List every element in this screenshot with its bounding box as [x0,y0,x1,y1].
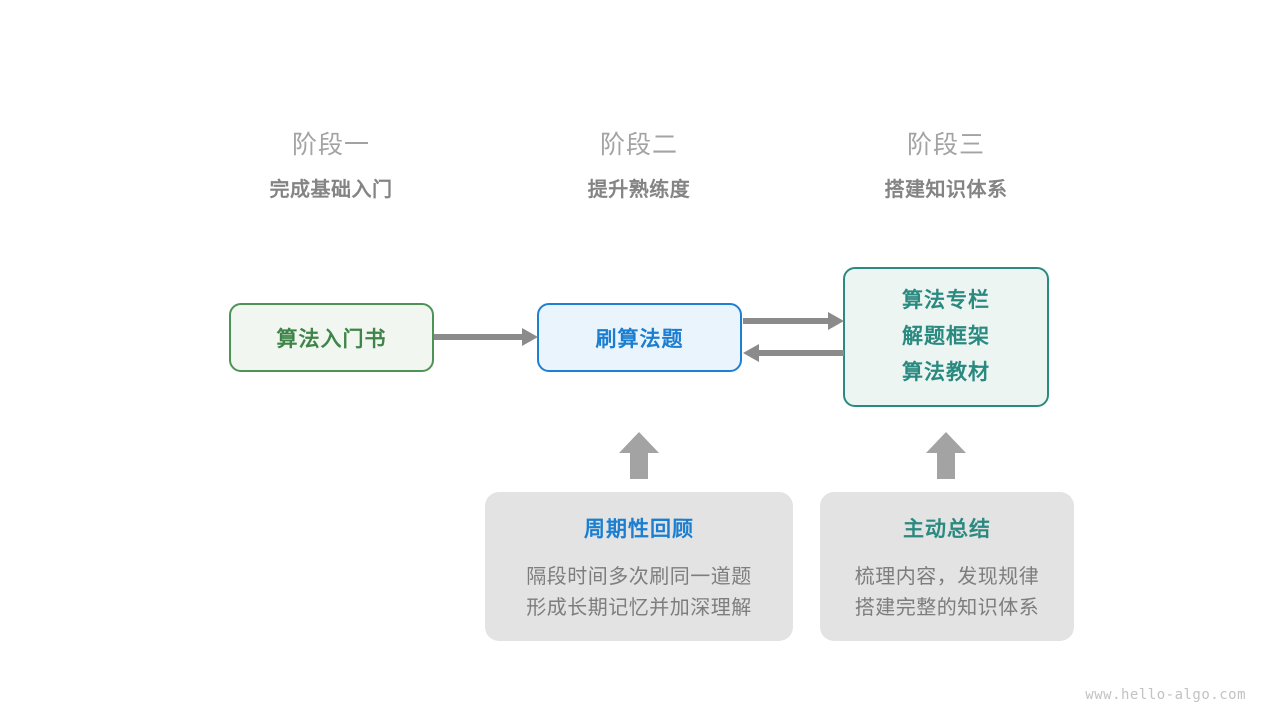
stage-3-subtitle: 搭建知识体系 [884,179,1008,201]
stage-1-subtitle: 完成基础入门 [269,179,393,201]
arrow-up-stem [630,452,648,479]
method-card-body-line-2: 搭建完整的知识体系 [854,597,1040,619]
arrow-shaft [434,334,526,340]
arrow-book-to-practice [434,328,538,346]
method-card-title: 主动总结 [903,518,991,541]
arrow-head-left-icon [743,344,759,362]
method-card-periodic-review[interactable]: 周期性回顾 隔段时间多次刷同一道题 形成长期记忆并加深理解 [485,492,793,641]
arrow-shaft [743,318,832,324]
arrow-shaft [755,350,844,356]
method-card-body: 隔段时间多次刷同一道题 形成长期记忆并加深理解 [526,562,752,624]
node-resources-line-2: 解题框架 [902,325,990,348]
arrow-up-tip [619,432,659,453]
node-practice-problems[interactable]: 刷算法题 [537,303,742,372]
method-card-title: 周期性回顾 [584,518,694,541]
method-card-active-summary[interactable]: 主动总结 梳理内容，发现规律 搭建完整的知识体系 [820,492,1074,641]
node-practice-label: 刷算法题 [595,327,684,351]
arrow-up-stem [937,452,955,479]
method-card-body-line-1: 梳理内容，发现规律 [854,566,1040,588]
arrow-up-tip [926,432,966,453]
arrow-head-right-icon [522,328,538,346]
stage-header-2: 阶段二 提升熟练度 [519,128,759,206]
arrow-head-right-icon [828,312,844,330]
stage-3-title: 阶段三 [906,131,985,159]
node-resources-line-1: 算法专栏 [902,289,990,312]
node-learning-resources[interactable]: 算法专栏 解题框架 算法教材 [843,267,1049,407]
method-card-body-line-2: 形成长期记忆并加深理解 [526,597,752,619]
arrow-resources-to-practice [743,344,844,362]
node-resources-line-3: 算法教材 [902,361,990,384]
method-card-body: 梳理内容，发现规律 搭建完整的知识体系 [855,562,1040,624]
stage-header-3: 阶段三 搭建知识体系 [826,128,1066,206]
stage-1-title: 阶段一 [291,131,370,159]
node-book-label: 算法入门书 [276,327,387,351]
node-algorithm-intro-book[interactable]: 算法入门书 [229,303,434,372]
arrow-up-summary-icon [926,432,966,479]
stage-header-1: 阶段一 完成基础入门 [211,128,451,206]
stage-2-title: 阶段二 [599,131,678,159]
arrow-up-review-icon [619,432,659,479]
arrow-practice-to-resources [743,312,844,330]
method-card-body-line-1: 隔段时间多次刷同一道题 [526,566,752,588]
site-watermark: www.hello-algo.com [1085,687,1246,703]
stage-2-subtitle: 提升熟练度 [587,179,691,201]
